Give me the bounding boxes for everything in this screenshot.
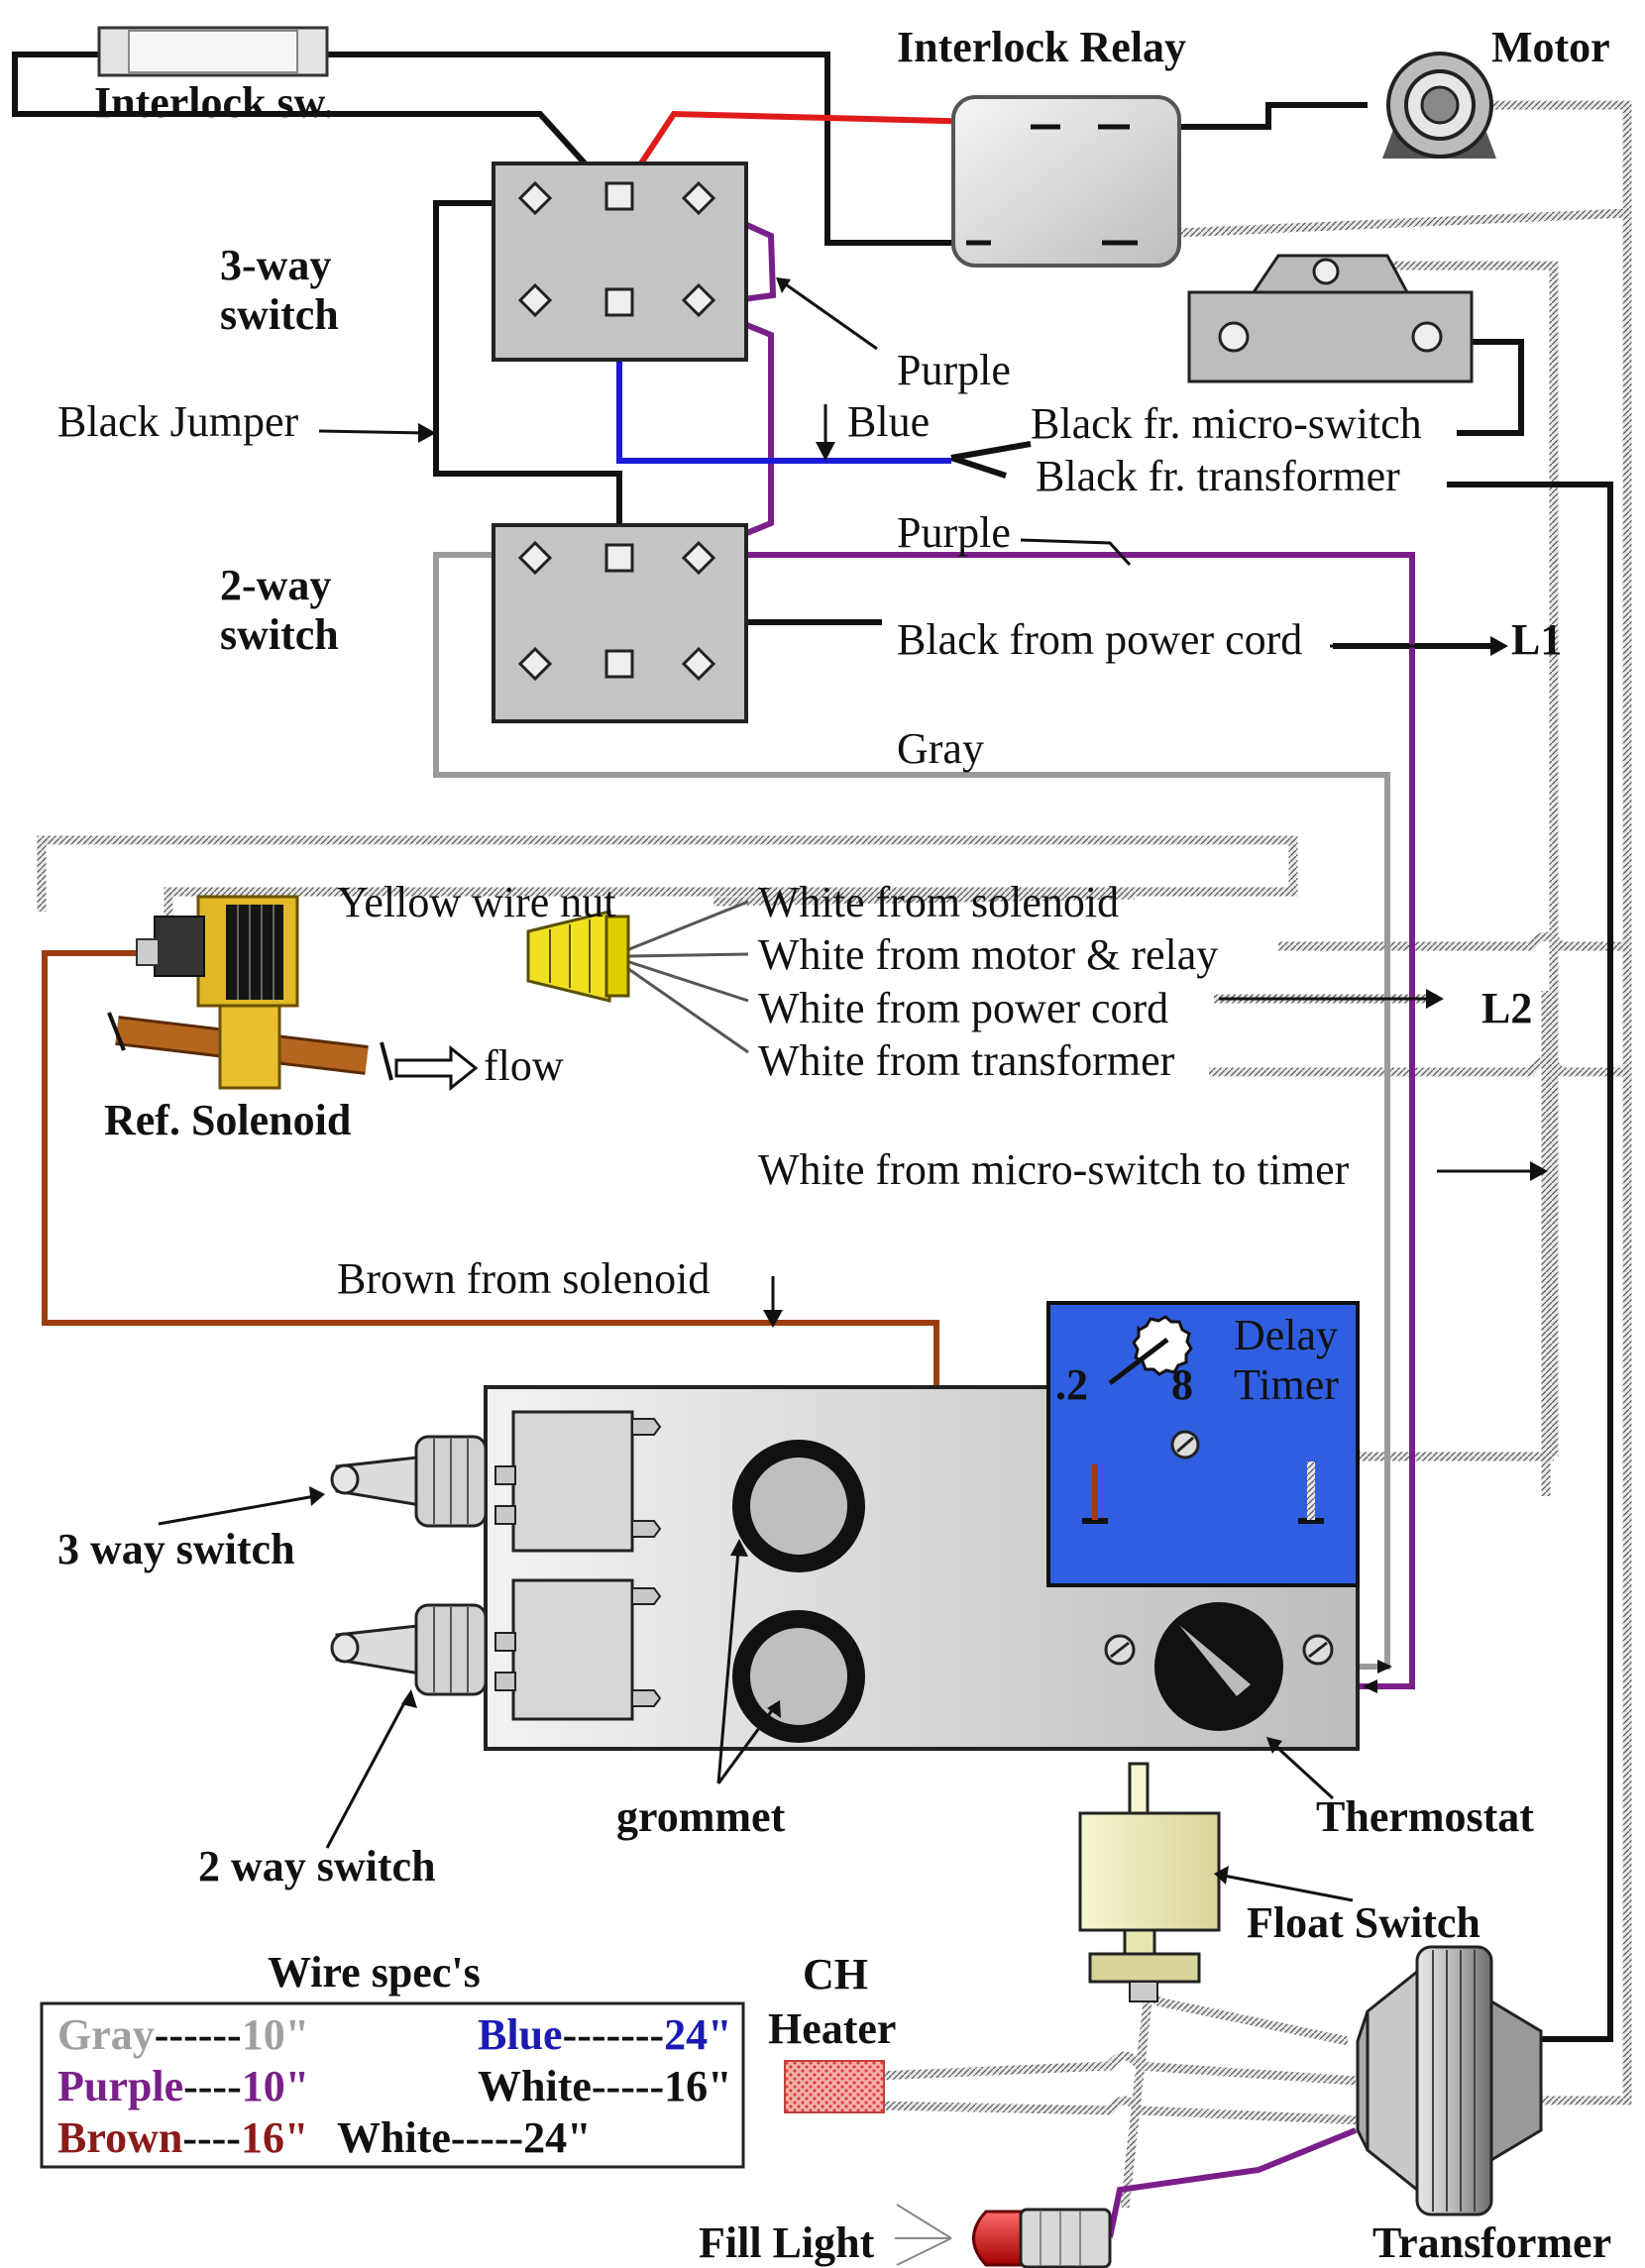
fill-light-label: Fill Light — [699, 2218, 875, 2267]
interlock-sw-label: Interlock sw. — [94, 78, 334, 127]
spec-brown-dashes: ---- — [182, 2113, 241, 2162]
spec-brown-length: 16" — [241, 2113, 308, 2162]
ref-solenoid-label: Ref. Solenoid — [104, 1096, 351, 1144]
black-power-label: Black from power cord — [897, 615, 1302, 664]
spec-row-white-24: White-----24" — [337, 2113, 592, 2162]
yellow-nut-label: Yellow wire nut — [337, 878, 616, 926]
pointer-arrows — [158, 280, 1536, 1902]
ch-label: CH — [803, 1950, 868, 1998]
float-switch — [1078, 1762, 1221, 2002]
spec-purple-dashes: ---- — [183, 2062, 242, 2110]
motor — [1382, 52, 1496, 159]
spec-gray-length: 10" — [242, 2010, 309, 2059]
l1-label: L1 — [1511, 615, 1562, 664]
two-way-switch-label-1: 2-way — [220, 561, 331, 609]
transformer — [1356, 1945, 1543, 2216]
purple-upper-label: Purple — [897, 346, 1011, 394]
spec-row-gray: Gray------10" — [57, 2010, 309, 2059]
spec-row-white-16: White-----16" — [478, 2062, 732, 2110]
spec-blue-length: 24" — [664, 2010, 731, 2059]
thermostat-dial — [1154, 1602, 1283, 1731]
spec-white16-dashes: ----- — [592, 2062, 664, 2110]
wire-specs-title: Wire spec's — [268, 1948, 481, 1997]
micro-switch — [1187, 254, 1474, 383]
spec-row-purple: Purple----10" — [57, 2062, 309, 2110]
white-power-label: White from power cord — [758, 984, 1168, 1032]
gray-label: Gray — [897, 724, 984, 773]
white-motor-label: White from motor & relay — [758, 930, 1218, 979]
spec-blue-dashes: ------- — [563, 2010, 665, 2059]
white-micro-timer-label: White from micro-switch to timer — [758, 1145, 1350, 1194]
flow-arrow — [394, 1044, 479, 1092]
motor-label: Motor — [1491, 23, 1610, 71]
spec-row-blue: Blue-------24" — [478, 2010, 732, 2059]
interlock-relay-label: Interlock Relay — [897, 23, 1186, 71]
three-way-switch-label-2: switch — [220, 290, 339, 339]
delay-timer-label-2: Timer — [1234, 1360, 1339, 1409]
black-micro-label: Black fr. micro-switch — [1031, 399, 1422, 448]
arrow-heads — [309, 277, 1548, 1885]
white-solenoid-label: White from solenoid — [758, 878, 1119, 926]
three-way-toggle-label: 3 way switch — [57, 1525, 295, 1573]
toggle-2way — [330, 1603, 488, 1696]
l2-label: L2 — [1481, 984, 1532, 1032]
toggle-3way — [330, 1435, 488, 1528]
dial-max-label: 8 — [1171, 1360, 1193, 1409]
spec-white24-dashes: ----- — [451, 2113, 523, 2162]
spec-gray-dashes: ------ — [155, 2010, 242, 2059]
two-way-switch-label-2: switch — [220, 610, 339, 659]
brown-solenoid-label: Brown from solenoid — [337, 1254, 710, 1303]
spec-row-brown: Brown----16" — [57, 2113, 308, 2162]
three-way-switch-block — [492, 162, 748, 362]
flow-label: flow — [484, 1041, 564, 1090]
heater-label: Heater — [768, 2004, 896, 2053]
spec-blue-name: Blue — [478, 2010, 563, 2059]
blue-label: Blue — [847, 397, 930, 446]
spec-brown-name: Brown — [57, 2113, 182, 2162]
yellow-wire-nut — [526, 910, 630, 1003]
thermostat-label: Thermostat — [1316, 1792, 1534, 1841]
spec-purple-name: Purple — [57, 2062, 183, 2110]
wire-specs-box — [40, 2001, 745, 2169]
purple-lower-label: Purple — [897, 508, 1011, 557]
black-jumper-label: Black Jumper — [57, 397, 299, 446]
interlock-switch — [97, 26, 329, 77]
three-way-switch-label-1: 3-way — [220, 241, 331, 289]
two-way-switch-block — [492, 523, 748, 723]
interlock-relay — [951, 95, 1181, 268]
two-way-toggle-label: 2 way switch — [198, 1842, 436, 1890]
spec-white16-name: White — [478, 2062, 592, 2110]
black-transformer-label: Black fr. transformer — [1036, 452, 1400, 500]
grommet-label: grommet — [616, 1792, 786, 1841]
spec-white16-length: 16" — [664, 2062, 731, 2110]
transformer-label: Transformer — [1372, 2218, 1611, 2267]
white-transformer-label: White from transformer — [758, 1036, 1175, 1085]
spec-white24-length: 24" — [523, 2113, 591, 2162]
spec-white24-name: White — [337, 2113, 451, 2162]
ch-heater-element — [784, 2060, 885, 2113]
float-switch-label: Float Switch — [1247, 1898, 1480, 1947]
dial-min-label: .2 — [1055, 1360, 1088, 1409]
delay-timer-label-1: Delay — [1234, 1311, 1338, 1359]
fill-light-bulb — [895, 2204, 1112, 2268]
ref-solenoid — [107, 895, 393, 1090]
spec-gray-name: Gray — [57, 2010, 155, 2059]
wire-specs-table: Gray------10" Blue-------24" Purple----1… — [57, 2010, 732, 2162]
delay-timer — [1046, 1301, 1360, 1587]
spec-purple-length: 10" — [242, 2062, 309, 2110]
nut-wires — [623, 900, 749, 1054]
